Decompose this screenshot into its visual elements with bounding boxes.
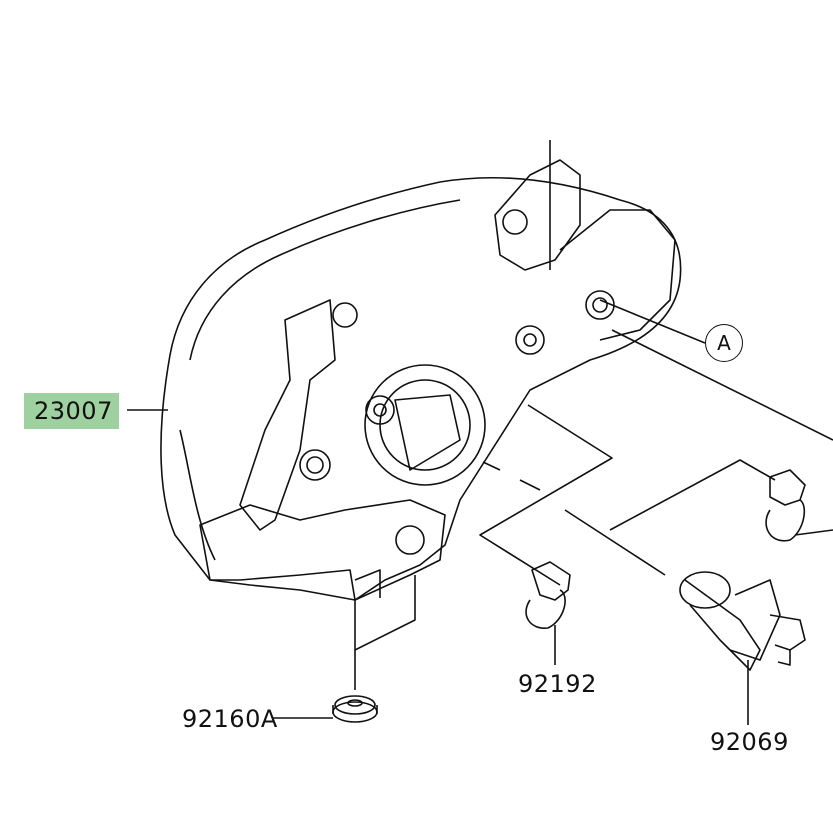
headlight-housing — [160, 176, 682, 601]
leader-line — [479, 404, 613, 586]
top-bracket — [494, 159, 581, 271]
housing-contour — [179, 429, 216, 561]
lower-housing — [199, 499, 446, 601]
bolt — [515, 325, 545, 355]
bolt — [373, 403, 387, 417]
leader-line — [519, 479, 541, 491]
lower-mount — [354, 569, 381, 598]
bolt — [365, 395, 395, 425]
leader-line — [354, 575, 416, 651]
leader-line — [609, 459, 776, 531]
bulb-socket — [364, 364, 486, 486]
adjuster — [592, 297, 608, 313]
bolt — [523, 333, 537, 347]
bulb-92069 — [679, 571, 806, 671]
grommet-92160A — [332, 695, 378, 723]
leader-line — [611, 329, 833, 441]
bulb-socket-inner — [379, 379, 471, 471]
bolt — [306, 456, 324, 474]
lower-socket — [395, 525, 425, 555]
reference-marker: A — [705, 324, 743, 362]
leader-line — [599, 299, 706, 344]
bracket-hole — [502, 209, 528, 235]
housing-contour — [189, 199, 461, 361]
bulb-right — [765, 469, 806, 542]
left-bracket — [239, 299, 336, 531]
bolt — [332, 302, 358, 328]
part-label-92160A[interactable]: 92160A — [182, 705, 278, 733]
adjuster — [585, 290, 615, 320]
bolt — [299, 449, 331, 481]
part-label-92192[interactable]: 92192 — [518, 670, 597, 698]
right-bracket — [559, 209, 676, 341]
leader-line — [482, 461, 501, 471]
socket-detail — [394, 394, 461, 471]
leader-line — [564, 509, 666, 576]
part-label-23007[interactable]: 23007 — [24, 393, 119, 429]
part-label-92069[interactable]: 92069 — [710, 728, 789, 756]
bulb-92192 — [525, 561, 571, 629]
leader-line — [794, 529, 833, 536]
